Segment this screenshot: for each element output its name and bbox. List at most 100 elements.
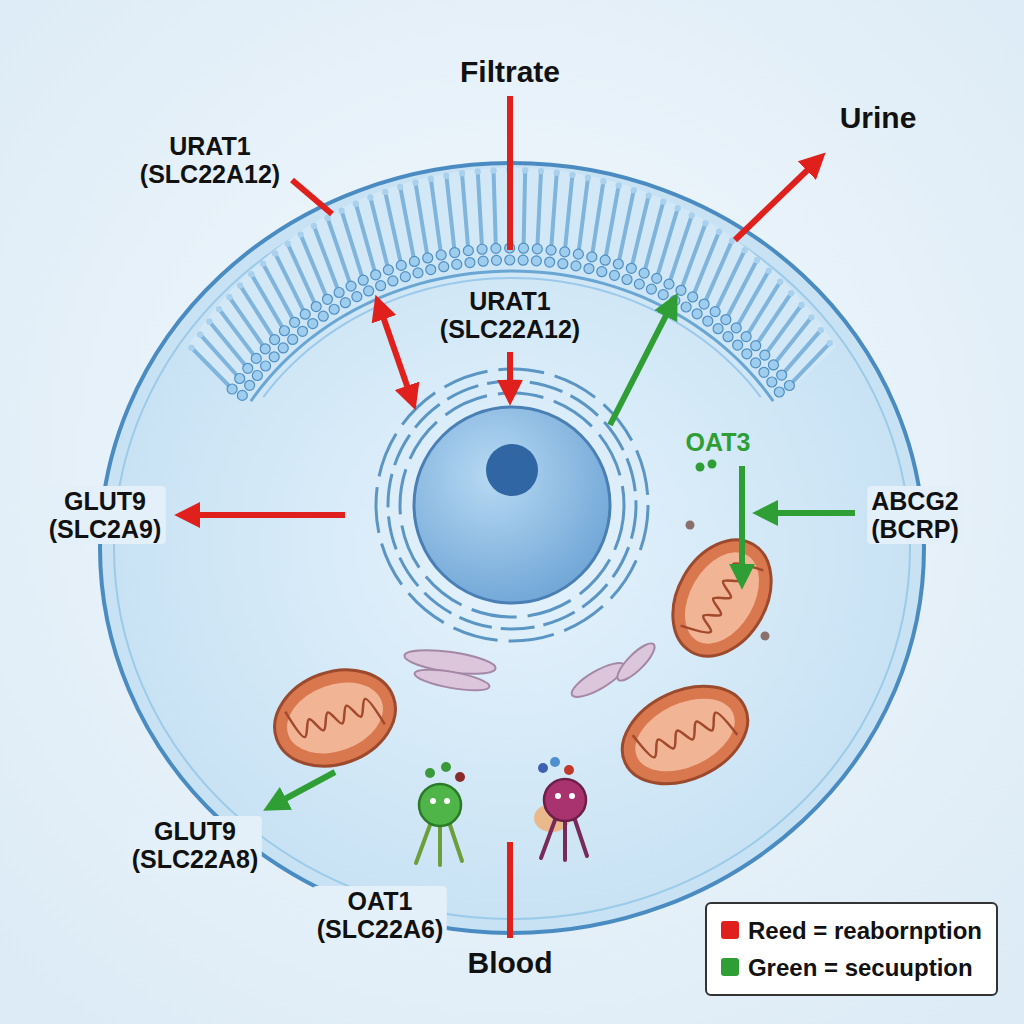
microvillus-tip [702, 220, 708, 226]
microvillus-tip [248, 271, 254, 277]
membrane-bead [278, 343, 288, 353]
membrane-bead [260, 344, 270, 354]
microvillus [789, 343, 829, 385]
microvillus [251, 274, 284, 330]
microvillus [631, 196, 648, 269]
membrane-bead [558, 259, 568, 269]
mitochondrion-inner [670, 539, 774, 657]
microvillus [551, 173, 557, 250]
transporter-leg [450, 825, 462, 861]
mitochondrion-outer [607, 667, 764, 803]
endoplasmic-reticulum [376, 369, 648, 641]
vesicle-dot [761, 632, 770, 641]
membrane-bead [664, 279, 674, 289]
membrane-bead [396, 260, 406, 270]
membrane-bead [409, 256, 419, 266]
membrane-bead [298, 326, 308, 336]
membrane-bead [571, 261, 581, 271]
transporter-protein [538, 757, 587, 860]
transporter-label: GLUT9 (SLC22A8) [128, 816, 262, 874]
membrane-bead [388, 276, 398, 286]
membrane-bead [600, 255, 610, 265]
microvillus [400, 187, 414, 262]
membrane-bead [279, 326, 289, 336]
membrane-bead [777, 370, 787, 380]
membrane-line [251, 271, 773, 401]
mitochondrion-inner [277, 670, 393, 766]
membrane-bead [352, 292, 362, 302]
microvillus-tip [459, 170, 465, 176]
membrane-bead [560, 247, 570, 257]
microvillus-tip [766, 267, 772, 273]
membrane-bead [288, 334, 298, 344]
microvillus-tip [216, 306, 222, 312]
endoplasmic-reticulum [400, 393, 624, 617]
transporter-leg [575, 820, 587, 856]
transporter-leg [438, 827, 442, 865]
microvillus-tip [522, 167, 528, 173]
microvillus [431, 179, 441, 255]
membrane-bead [227, 384, 237, 394]
membrane-bead [546, 245, 556, 255]
microvillus [715, 250, 745, 311]
membrane-bead [742, 349, 752, 359]
microvillus-tip [272, 250, 278, 256]
membrane-bead [587, 252, 597, 262]
membrane-bead [450, 248, 460, 258]
mitochondrion-cristae [285, 681, 385, 755]
transporter-eye [555, 793, 561, 799]
microvillus [219, 309, 256, 358]
membrane-bead [733, 340, 743, 350]
leader-line [292, 180, 332, 214]
microvillus-tip [338, 207, 344, 213]
microvillus-tip [716, 229, 722, 235]
microvillus [726, 260, 757, 319]
microvillus [782, 330, 821, 375]
microvillus-tip [554, 169, 560, 175]
membrane-bead [768, 360, 778, 370]
membrane-bead [465, 258, 475, 268]
reabsorption-arrow [378, 302, 413, 403]
mitochondrion-inner [624, 684, 746, 786]
membrane-bead [681, 302, 691, 312]
mitochondrion-outer [261, 654, 409, 783]
transporter-protein [416, 762, 465, 865]
membrane-bead [311, 302, 321, 312]
transporter-head [544, 779, 586, 821]
transporter-leg [563, 822, 567, 860]
transporter-leg [541, 820, 555, 858]
membrane-bead [584, 264, 594, 274]
microvillus [263, 264, 295, 323]
region-label: Urine [840, 101, 917, 135]
substrate-dot [441, 762, 451, 772]
membrane-bead [751, 358, 761, 368]
filtrate-line [507, 96, 513, 250]
mitochondrion [653, 522, 791, 673]
microvillus-tip [428, 176, 434, 182]
microvillus [229, 297, 265, 349]
membrane-bead [376, 281, 386, 291]
membrane-bead [531, 256, 541, 266]
endoplasmic-reticulum [388, 381, 636, 629]
microvillus-tip [490, 167, 496, 173]
membrane-bead [290, 317, 300, 327]
microvillus [200, 334, 240, 378]
membrane-bead [491, 255, 501, 265]
membrane-bead [426, 265, 436, 275]
transporter-leg [416, 825, 430, 863]
microvillus-tip [616, 182, 622, 188]
membrane-bead [243, 363, 253, 373]
transporter-head [419, 784, 461, 826]
microvillus-tip [226, 294, 232, 300]
microvillus [301, 235, 328, 300]
microvillus [693, 232, 719, 297]
microvillus-tip [412, 179, 418, 185]
membrane-bead [308, 319, 318, 329]
transporter-label: ABCG2 (BCRP) [867, 486, 963, 544]
mitochondrion-cristae [681, 548, 764, 647]
membrane-bead [491, 243, 501, 253]
membrane-bead [774, 387, 784, 397]
membrane-bead [767, 377, 777, 387]
membrane-bead [634, 279, 644, 289]
